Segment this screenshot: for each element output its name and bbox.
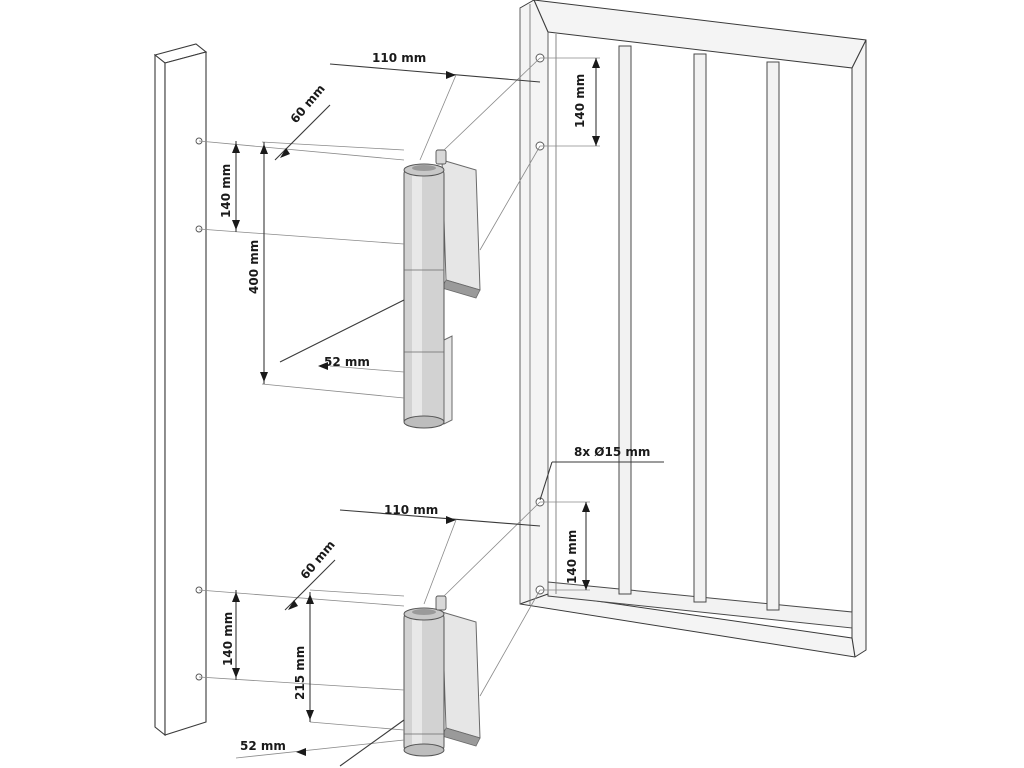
arrow	[446, 71, 456, 79]
label-60-lower: 60 mm	[298, 538, 338, 582]
upper-hinge	[403, 149, 481, 429]
arrow	[582, 502, 590, 512]
gate-bar	[618, 45, 632, 595]
arrow	[446, 516, 456, 524]
dim-line-110-upper	[329, 63, 541, 83]
extension-line	[309, 589, 405, 597]
frame-bevel	[851, 39, 867, 69]
lower-hinge-cap-slot	[412, 609, 436, 615]
extension-line	[309, 721, 405, 731]
upper-hinge-cap-slot	[412, 165, 436, 171]
post-front-face	[164, 51, 207, 736]
lower-hinge-highlight	[412, 616, 422, 748]
arrow	[592, 58, 600, 68]
dim-line-52-lower-diag	[339, 719, 405, 767]
arrow	[232, 668, 240, 678]
upper-hinge-barrel	[403, 167, 445, 427]
arrow	[592, 136, 600, 146]
lower-hinge-barrel	[403, 611, 445, 753]
note-leader	[539, 461, 553, 501]
extension-line	[329, 365, 405, 373]
extension-line	[443, 501, 541, 597]
lower-hinge-adjuster	[435, 595, 447, 611]
extension-line	[198, 228, 405, 245]
extension-line	[198, 589, 405, 607]
extension-line	[479, 145, 541, 251]
lower-hinge-base	[403, 743, 445, 757]
arrow	[280, 148, 290, 158]
frame-bevel	[533, 0, 549, 33]
fence-post	[153, 43, 208, 737]
arrow	[318, 362, 328, 370]
arrow	[288, 600, 298, 610]
arrow	[232, 143, 240, 153]
label-215: 215 mm	[293, 646, 307, 700]
extension-line	[419, 74, 457, 161]
gate-bar	[693, 53, 707, 603]
upper-hinge-lower-leaf	[443, 335, 453, 425]
dim-line-52-upper-diag	[279, 299, 405, 363]
upper-hinge-base	[403, 415, 445, 429]
extension-line	[443, 57, 541, 151]
label-60-upper: 60 mm	[288, 82, 328, 126]
upper-hinge-adjuster	[435, 149, 447, 165]
label-holes: 8x Ø15 mm	[574, 445, 650, 459]
arrow	[582, 580, 590, 590]
label-400: 400 mm	[247, 240, 261, 294]
label-140-post-upper: 140 mm	[219, 164, 233, 218]
arrow	[232, 220, 240, 230]
label-140-gate-lower: 140 mm	[565, 530, 579, 584]
label-52-lower: 52 mm	[240, 739, 286, 753]
upper-hinge-plate	[441, 159, 481, 291]
frame-bevel	[519, 593, 549, 605]
lower-hinge	[403, 595, 481, 757]
arrow	[296, 748, 306, 756]
post-side-face	[154, 53, 166, 737]
label-140-post-lower: 140 mm	[221, 612, 235, 666]
dim-line-110-lower	[339, 509, 541, 527]
arrow	[306, 710, 314, 720]
frame-bevel	[851, 637, 856, 658]
extension-line	[198, 676, 405, 691]
arrow	[260, 144, 268, 154]
label-110-upper: 110 mm	[372, 51, 426, 65]
extension-line	[423, 519, 457, 605]
extension-line	[261, 141, 405, 151]
extension-line	[261, 383, 405, 399]
holes-note: 8x Ø15 mm	[539, 445, 664, 501]
gate-frame	[519, 0, 867, 658]
dim-line-60-upper	[274, 104, 331, 161]
upper-hinge-highlight	[412, 172, 422, 422]
label-110-lower: 110 mm	[384, 503, 438, 517]
extension-line	[235, 739, 405, 759]
arrow	[232, 592, 240, 602]
gate-bar	[766, 61, 780, 611]
extension-line	[479, 589, 541, 697]
arrow	[260, 372, 268, 382]
label-52-upper: 52 mm	[324, 355, 370, 369]
label-140-gate-upper: 140 mm	[573, 74, 587, 128]
arrow	[306, 594, 314, 604]
extension-line	[198, 140, 405, 161]
lower-hinge-plate	[441, 611, 481, 739]
